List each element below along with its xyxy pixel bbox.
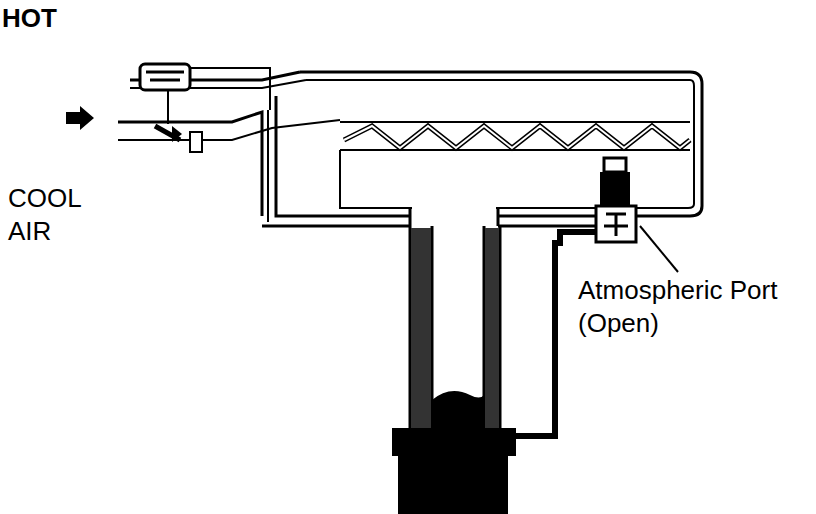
filter-band [340,121,690,123]
sensor-valve [604,214,628,236]
port-label: Atmospheric Port (Open) [578,274,810,339]
carburetor-neck-fill [411,228,431,428]
carburetor-neck-fill [485,228,499,428]
leader-line [640,226,678,272]
vacuum-hose [267,110,269,222]
carburetor-body [392,428,516,514]
heat-label: HOT [2,2,122,35]
carburetor-throat [432,391,484,430]
housing-inner [306,80,694,208]
sensor-body [600,172,630,206]
filter-element [344,126,690,148]
damper-arrow [172,126,182,142]
air-label: COOL AIR [8,182,108,247]
filter-element [344,126,690,148]
sensor-cap [604,158,626,172]
airflow-arrow [66,106,94,130]
snorkel [118,120,340,140]
housing-lines [118,68,702,436]
vacuum-motor [140,64,190,90]
housing-outline [300,72,702,216]
housing-inner [340,150,412,208]
housing-outline [276,96,410,216]
vacuum-motor [146,72,184,80]
throat [410,208,498,226]
sensor-valve [596,206,636,242]
damper-pivot [190,132,202,152]
snorkel [118,112,262,216]
filter-band [340,149,690,151]
carburetor-neck [410,226,500,430]
